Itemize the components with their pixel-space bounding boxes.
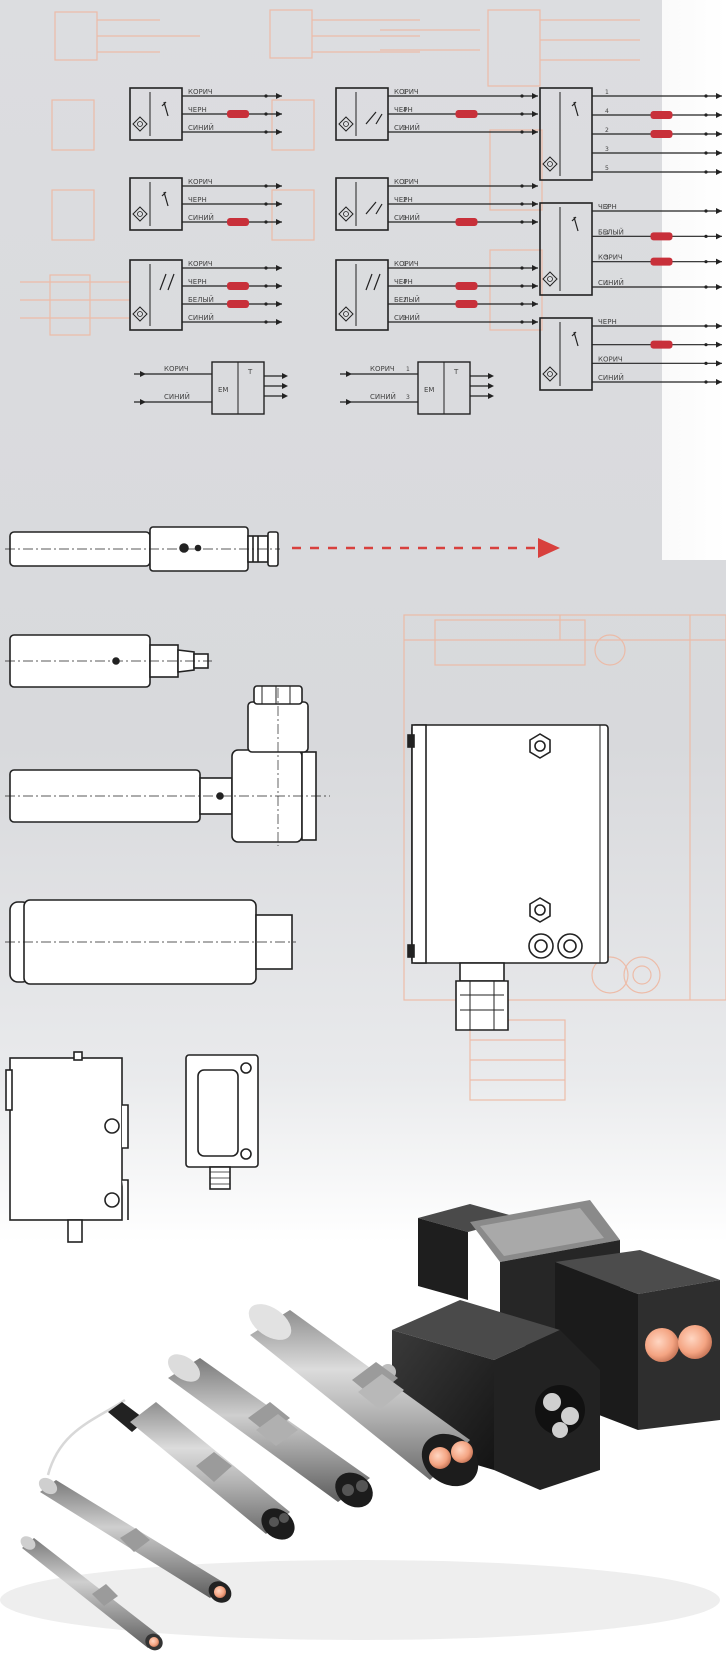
wire-label: СИНИЙ	[188, 213, 214, 222]
wire-label: БЕЛЫЙ	[188, 295, 214, 304]
drawing-cylinder-tip	[5, 634, 212, 688]
pin-number: 4	[605, 108, 609, 115]
wire-label: СИНИЙ	[188, 123, 214, 132]
wire-label: КОРИЧ	[394, 260, 419, 268]
pin-number: 2	[403, 297, 407, 304]
wire-label: КОРИЧ	[598, 355, 623, 363]
photo-cylinder-connector	[108, 1402, 295, 1540]
wire-label: КОРИЧ	[188, 88, 213, 96]
pin-number: 4	[403, 279, 407, 286]
circuit-c9: ЧЕРН КОРИЧ СИНИЙ	[539, 317, 722, 391]
pin-number: 2	[605, 127, 609, 134]
wire-label: ЧЕРН	[394, 106, 413, 114]
resistor-icon	[455, 300, 478, 308]
wire-label: ЧЕРН	[188, 106, 207, 114]
wire-label: КОРИЧ	[164, 365, 189, 373]
photo-cylinder-medium	[167, 1354, 373, 1508]
wire-label: СИНИЙ	[164, 392, 190, 401]
resistor-icon	[650, 257, 673, 266]
wire-label: БЕЛЫЙ	[394, 295, 420, 304]
t-label: T	[247, 368, 253, 376]
pin-number: 3	[403, 215, 407, 222]
drawing-cylinder-connector	[5, 526, 280, 572]
pin-number: 2	[605, 204, 609, 211]
wire-label: ЧЕРН	[188, 278, 207, 286]
pin-number: 1	[403, 179, 407, 186]
circuit-c3: 1 4 2 3 5	[539, 87, 722, 181]
wire-label: ЧЕРН	[394, 196, 413, 204]
drawing-block-side	[5, 1051, 129, 1243]
wiring-schematics: КОРИЧЧЕРНСИНИЙКОРИЧ1ЧЕРН4СИНИЙ314235КОРИ…	[129, 87, 722, 415]
resistor-icon	[227, 282, 249, 290]
pin-number: 4	[403, 107, 407, 114]
wire-label: БЕЛЫЙ	[598, 227, 624, 236]
pin-number: 1	[403, 261, 407, 268]
pin-number: 5	[605, 165, 609, 172]
photo-cylinder-small	[38, 1477, 232, 1603]
wire-label: СИНИЙ	[598, 278, 624, 287]
wire-label: КОРИЧ	[394, 178, 419, 186]
sensor-drawings	[5, 526, 609, 1243]
resistor-icon	[650, 130, 673, 138]
resistor-icon	[455, 110, 478, 118]
circuit-c4: КОРИЧ ЧЕРН СИНИЙ	[129, 177, 282, 231]
circuit-c1: КОРИЧ ЧЕРН СИНИЙ	[129, 87, 282, 141]
pin-number: 3	[406, 394, 410, 401]
resistor-icon	[650, 340, 673, 349]
wire-label: СИНИЙ	[188, 313, 214, 322]
pin-number: 1	[605, 89, 609, 96]
wire-label: СИНИЙ	[598, 373, 624, 382]
t-label: T	[453, 368, 459, 376]
wire-label: СИНИЙ	[394, 123, 420, 132]
photo-cylinder-tiny	[20, 1536, 163, 1651]
circuit-c10: EM T КОРИЧ СИНИЙ	[134, 361, 288, 415]
pin-number: 4	[605, 229, 609, 236]
pin-number: 3	[403, 125, 407, 132]
pin-number: 1	[605, 280, 609, 287]
ghost-schematic-layer	[20, 9, 726, 1101]
resistor-icon	[650, 232, 673, 241]
wire-label: ЧЕРН	[188, 196, 207, 204]
drawing-block-front	[185, 1054, 259, 1190]
resistor-icon	[455, 218, 478, 226]
resistor-icon	[227, 300, 249, 308]
drawing-angled-housing	[5, 685, 330, 846]
product-photo-sensors	[0, 1200, 720, 1651]
drawing-large-housing	[407, 724, 609, 1031]
pin-number: 1	[403, 89, 407, 96]
wire-label: КОРИЧ	[394, 88, 419, 96]
em-label: EM	[218, 386, 228, 394]
wire-label: ЧЕРН	[598, 203, 617, 211]
drawing-large-cylinder	[5, 899, 296, 985]
wire-label: КОРИЧ	[188, 260, 213, 268]
pin-number: 3	[403, 315, 407, 322]
photo-cylinder-large	[248, 1304, 479, 1487]
wire-label: СИНИЙ	[370, 392, 396, 401]
wire-label: КОРИЧ	[370, 365, 395, 373]
resistor-icon	[227, 218, 249, 226]
circuit-c6: КОРИЧ ЧЕРН БЕЛЫЙ СИНИЙ	[129, 259, 282, 331]
wire-label: КОРИЧ	[188, 178, 213, 186]
resistor-icon	[455, 282, 478, 290]
pin-number: 1	[406, 366, 410, 373]
light-beam-arrow	[292, 538, 560, 558]
wire-label: КОРИЧ	[598, 254, 623, 262]
resistor-icon	[650, 111, 673, 119]
wire-label: ЧЕРН	[394, 278, 413, 286]
wire-label: СИНИЙ	[394, 213, 420, 222]
pin-number: 2	[403, 197, 407, 204]
resistor-icon	[227, 110, 249, 118]
wire-label: СИНИЙ	[394, 313, 420, 322]
wire-label: ЧЕРН	[598, 318, 617, 326]
pin-number: 5	[605, 255, 609, 262]
pin-number: 3	[605, 146, 609, 153]
em-label: EM	[424, 386, 434, 394]
